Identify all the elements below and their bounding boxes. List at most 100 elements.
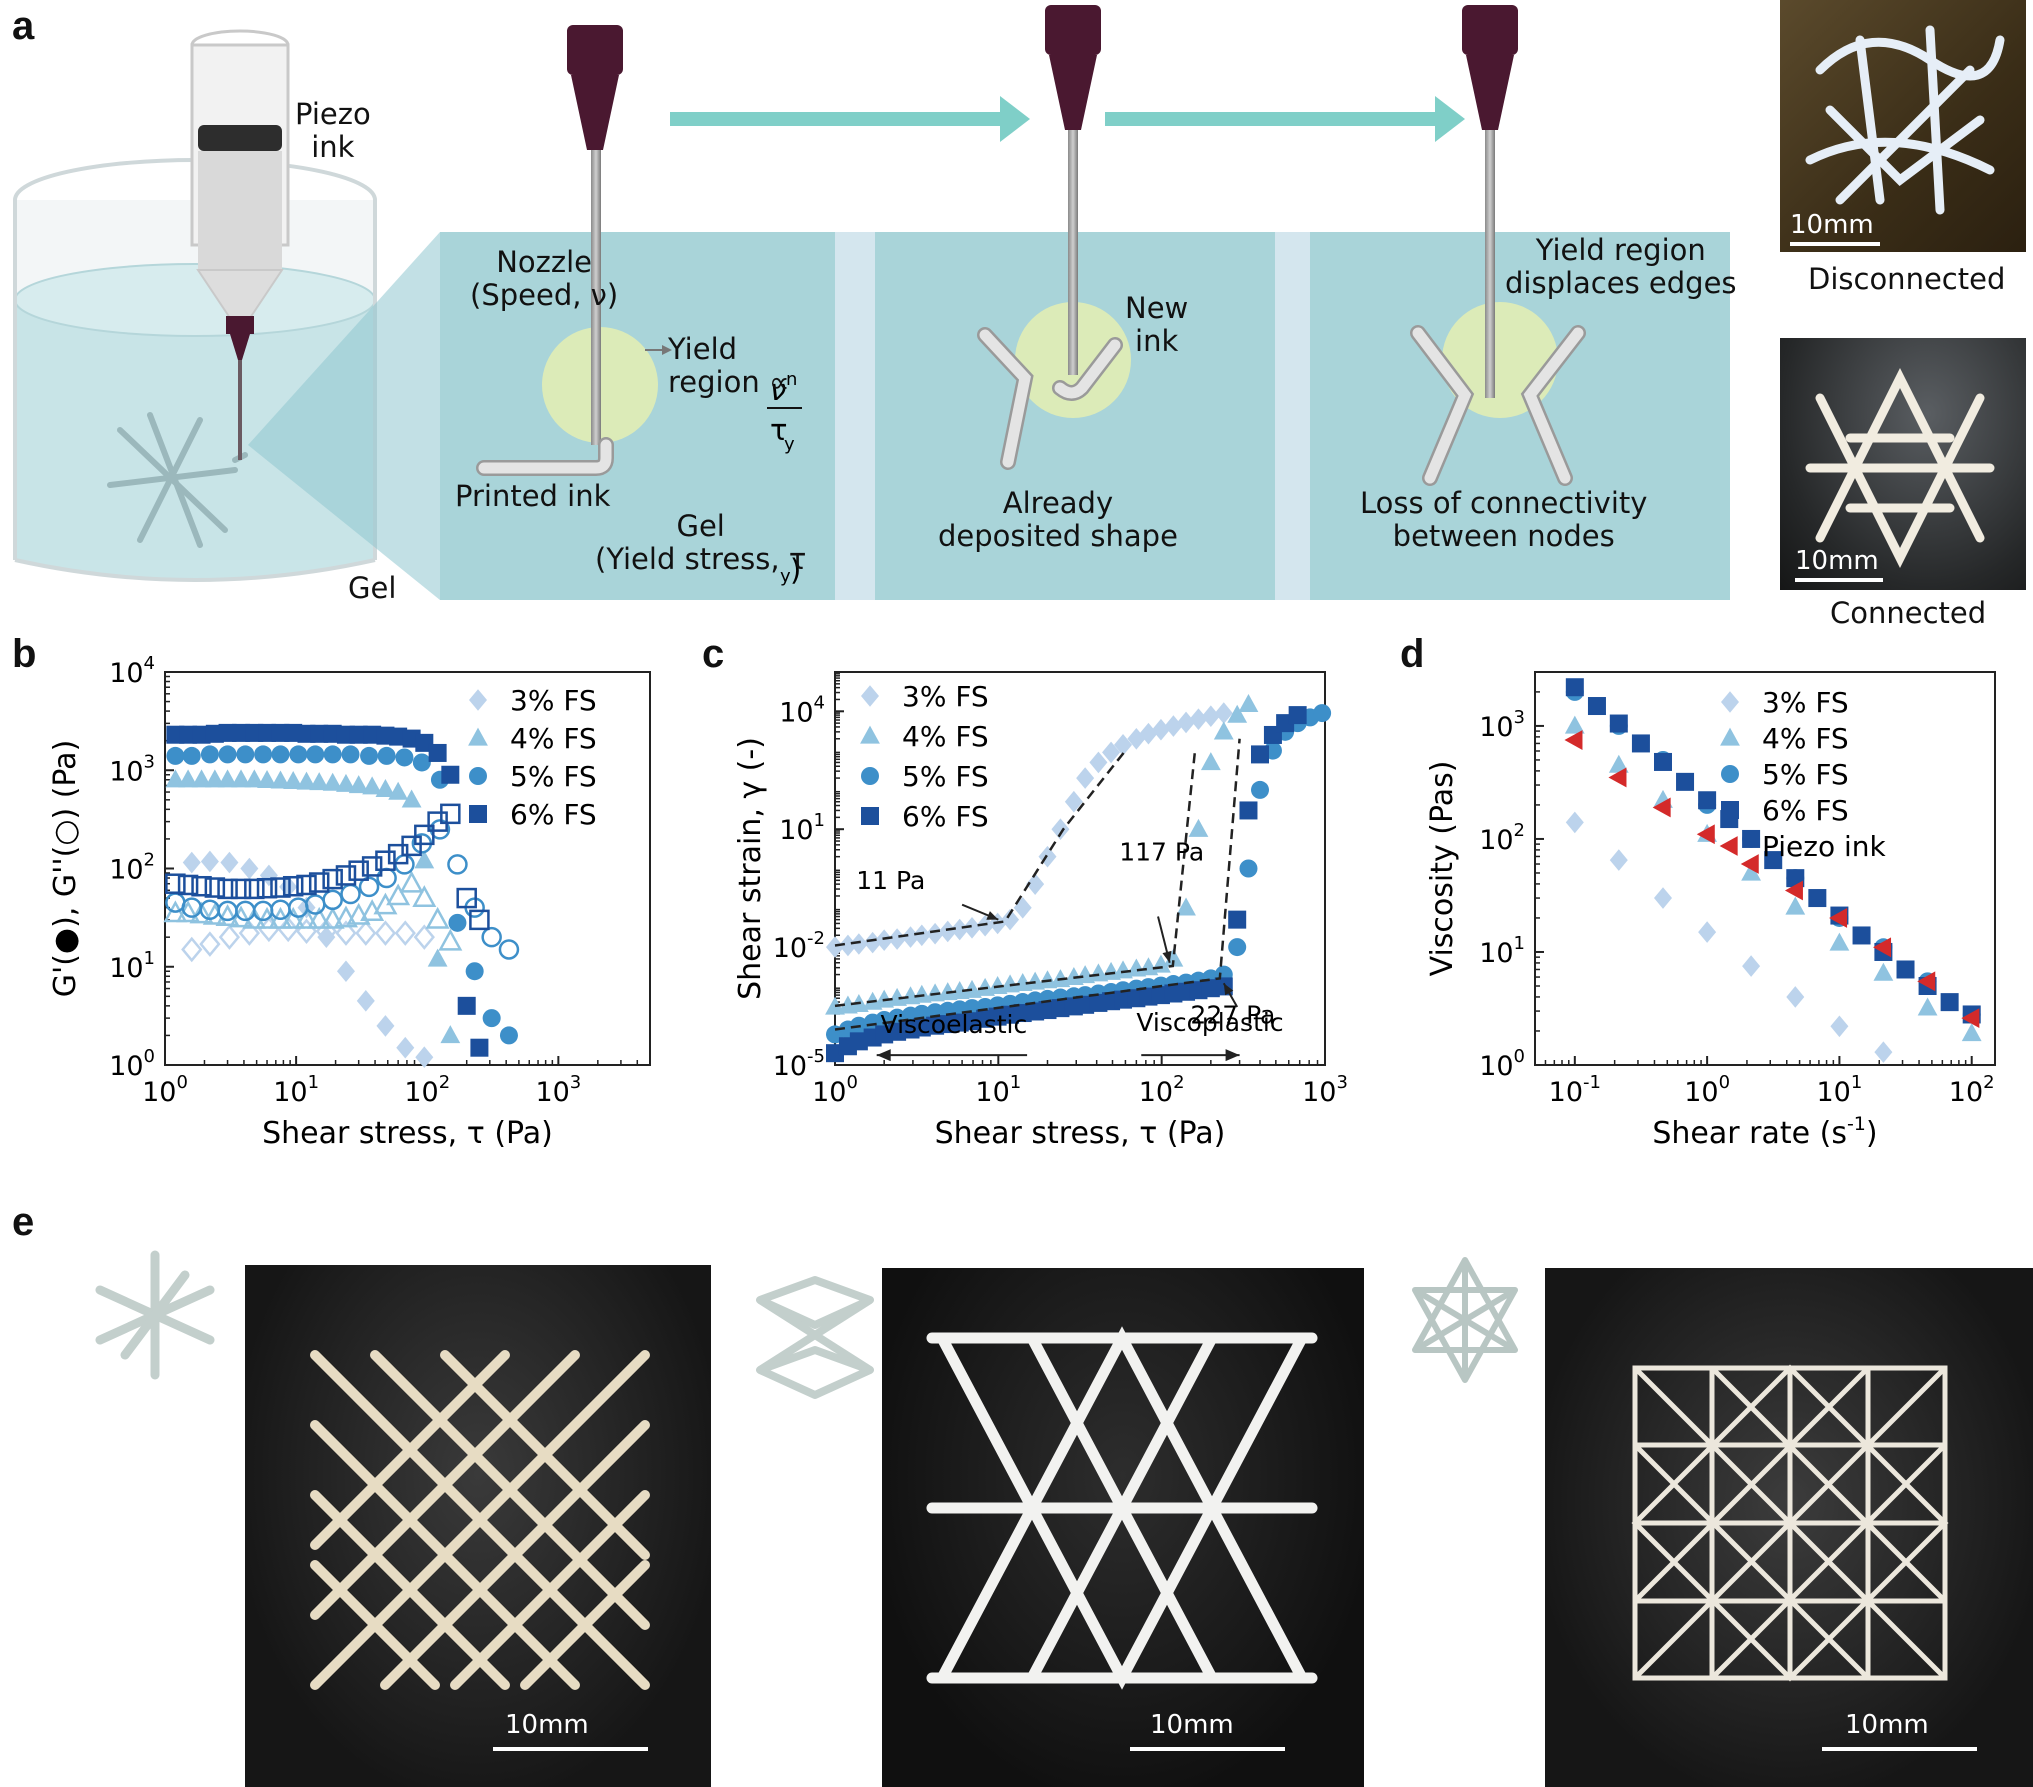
- data-point: [1873, 962, 1894, 981]
- data-point: [1852, 926, 1871, 945]
- data-point: [1177, 711, 1196, 734]
- panel-label-a: a: [12, 4, 35, 48]
- data-point: [1076, 767, 1095, 789]
- scale-bar: [1790, 242, 1880, 246]
- data-point: [412, 885, 437, 907]
- data-point: [307, 906, 332, 929]
- star-unit-cell-icon: [1412, 1257, 1518, 1383]
- data-point: [178, 769, 198, 788]
- data-point: [259, 864, 278, 887]
- data-point: [863, 931, 882, 954]
- legend-label: 6% FS: [902, 800, 989, 833]
- legend-marker: [469, 689, 487, 711]
- y-tick-label: 103: [109, 751, 155, 787]
- legend-label: 6% FS: [510, 798, 597, 831]
- series-6-fs: [165, 803, 490, 931]
- legend-marker: [860, 725, 880, 744]
- data-point: [182, 851, 201, 874]
- data-point: [270, 770, 291, 789]
- scale-bar: [1130, 1747, 1285, 1751]
- y-tick-label: 101: [109, 948, 155, 984]
- data-point: [375, 850, 396, 871]
- data-point: [401, 835, 422, 857]
- x-tick-label: 102: [404, 1072, 450, 1108]
- already-deposited-label: Already deposited shape: [938, 486, 1178, 554]
- y-axis-label: Shear strain, γ (-): [733, 737, 768, 1000]
- annotation-label: Viscoelastic: [881, 1010, 1028, 1039]
- annotation-label: 117 Pa: [1119, 837, 1204, 866]
- data-point: [1698, 791, 1717, 810]
- legend-marker: [1719, 836, 1738, 856]
- data-point: [414, 824, 435, 846]
- series-6-fs: [166, 723, 489, 1057]
- data-point: [1176, 897, 1196, 916]
- data-point: [887, 987, 908, 1006]
- data-point: [499, 1026, 518, 1045]
- syringe-icon: [190, 29, 290, 460]
- disconnected-filaments: [1410, 325, 1586, 486]
- y-tick-label: 101: [779, 810, 825, 846]
- data-point: [1251, 780, 1270, 799]
- data-point: [1961, 1008, 1980, 1028]
- data-point: [1785, 896, 1806, 915]
- data-point: [1786, 986, 1805, 1008]
- series-3-fs: [1565, 811, 1893, 1063]
- legend-marker: [469, 767, 487, 785]
- x-tick-label: 101: [273, 1072, 319, 1108]
- step-arrow-icon: [670, 96, 1465, 142]
- data-point: [309, 772, 330, 791]
- data-point: [323, 745, 342, 764]
- data-point: [335, 865, 357, 886]
- data-point: [901, 926, 920, 948]
- data-point: [394, 920, 416, 946]
- data-point: [217, 878, 238, 900]
- legend-marker: [1721, 801, 1739, 819]
- data-point: [498, 939, 520, 960]
- svg-text:y: y: [780, 566, 791, 587]
- fit-line: [834, 738, 1241, 1031]
- data-point: [394, 854, 415, 875]
- data-point: [1896, 960, 1915, 979]
- data-point: [257, 769, 277, 788]
- data-point: [335, 920, 357, 946]
- data-point: [346, 902, 371, 925]
- legend-marker: [861, 685, 879, 707]
- data-point: [926, 922, 945, 945]
- data-point: [306, 745, 325, 764]
- data-point: [256, 877, 278, 899]
- x-tick-label: 102: [1949, 1072, 1995, 1108]
- octet-unit-cell-icon: [756, 1276, 874, 1399]
- svg-text:τ: τ: [770, 413, 787, 447]
- data-point: [826, 936, 844, 958]
- data-point: [240, 857, 259, 880]
- scale-bar-label: 10mm: [1790, 210, 1874, 240]
- data-point: [191, 875, 212, 897]
- data-point: [950, 918, 969, 941]
- legend-label: 5% FS: [902, 760, 989, 793]
- data-point: [191, 769, 212, 788]
- legend-marker: [1721, 691, 1739, 713]
- legend-marker: [1721, 765, 1739, 783]
- data-point: [1940, 993, 1959, 1012]
- svg-text:n: n: [786, 369, 797, 390]
- zoom-wedge: [248, 232, 440, 600]
- svg-text:ν: ν: [770, 373, 786, 407]
- connected-lattice-photo: [1780, 338, 2026, 590]
- data-point: [401, 789, 422, 808]
- legend-label: 3% FS: [1762, 686, 1849, 719]
- data-point: [282, 875, 304, 897]
- data-point: [1163, 948, 1184, 967]
- nozzle-icon: [567, 25, 623, 445]
- data-point: [963, 916, 982, 939]
- data-point: [395, 748, 414, 767]
- data-point: [322, 889, 343, 911]
- y-tick-label: 104: [109, 653, 155, 689]
- y-tick-label: 101: [1479, 933, 1525, 969]
- y-tick-label: 10-5: [773, 1046, 825, 1082]
- data-point: [1564, 730, 1583, 750]
- data-point: [1001, 908, 1020, 931]
- x-tick-label: 101: [1817, 1072, 1863, 1108]
- nozzle-label: Nozzle (Speed, ν): [470, 245, 619, 313]
- data-point: [244, 769, 265, 788]
